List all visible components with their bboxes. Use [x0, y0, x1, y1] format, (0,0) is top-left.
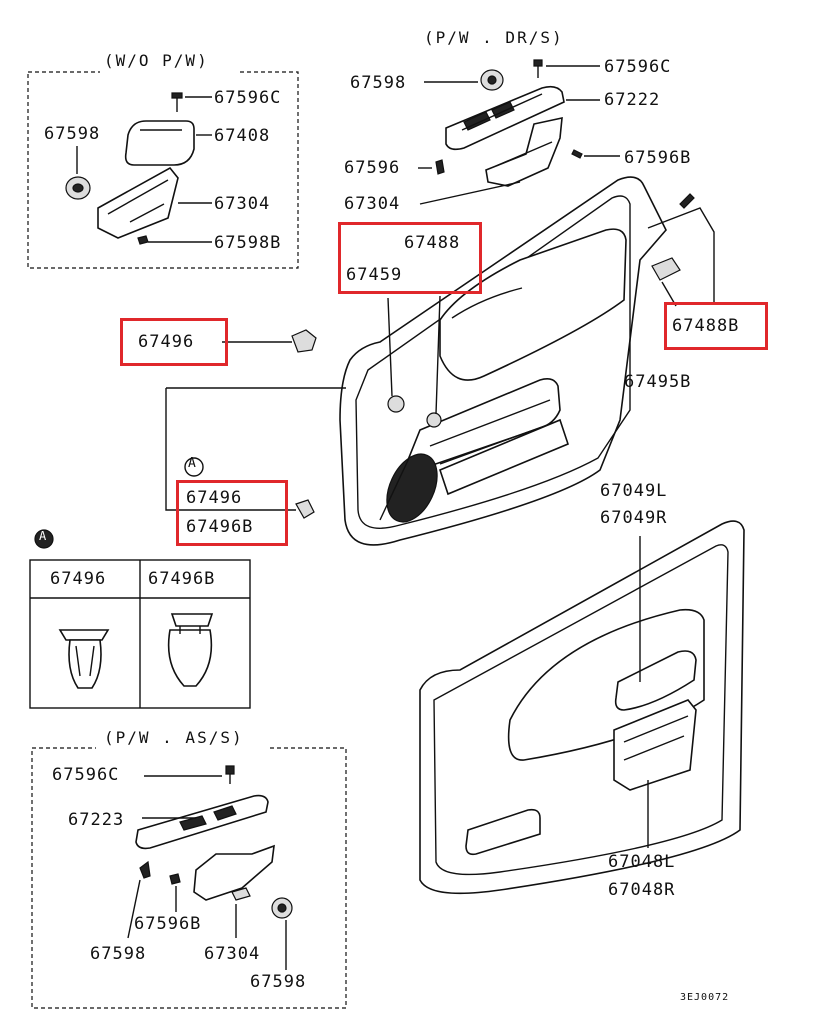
detail-a-letter: A	[39, 529, 47, 543]
as-screw-67596b	[169, 873, 181, 912]
label-67496: 67496	[138, 332, 195, 352]
label-wo-67596c: 67596C	[214, 88, 282, 108]
label-as-67596c: 67596C	[52, 765, 120, 785]
wo-screw-67598b	[137, 235, 212, 245]
label-67459: 67459	[346, 265, 403, 285]
label-a-67496b: 67496B	[186, 517, 254, 537]
caption-wo-pw: (W/O P/W)	[104, 51, 209, 70]
label-wo-67598b: 67598B	[214, 233, 282, 253]
wo-clip-67598	[65, 146, 91, 200]
label-a-67496: 67496	[186, 488, 243, 508]
label-as-67304: 67304	[204, 944, 261, 964]
dr-screw-67596b	[571, 149, 620, 159]
label-as-67598-a: 67598	[90, 944, 147, 964]
label-67488b: 67488B	[672, 316, 740, 336]
dr-bracket-67304	[419, 116, 563, 205]
wo-handle-67408	[124, 120, 212, 166]
wo-pw-frame	[27, 71, 299, 269]
label-dr-67596b: 67596B	[624, 148, 692, 168]
label-67488: 67488	[404, 233, 461, 253]
dr-screw-67596c	[533, 59, 600, 78]
table-header-67496b: 67496B	[148, 569, 216, 589]
as-bracket-67304	[193, 844, 275, 938]
highlight-67488b	[664, 302, 768, 350]
dr-clip-67598	[424, 69, 504, 91]
caption-pw-dr: (P/W . DR/S)	[424, 28, 564, 47]
label-67048l: 67048L	[608, 852, 676, 872]
label-dr-67598: 67598	[350, 73, 407, 93]
label-as-67596b: 67596B	[134, 914, 202, 934]
label-dr-67304: 67304	[344, 194, 401, 214]
highlight-67496-67496b	[176, 480, 288, 546]
label-dr-67596c: 67596C	[604, 57, 672, 77]
label-as-67223: 67223	[68, 810, 125, 830]
door-trim-alt	[419, 520, 745, 895]
pw-as-frame	[31, 747, 347, 1009]
as-screw-67598	[127, 860, 151, 939]
label-wo-67408: 67408	[214, 126, 271, 146]
label-wo-67304: 67304	[214, 194, 271, 214]
as-clip-67598	[271, 897, 293, 970]
drawing-code: 3EJ0072	[680, 992, 730, 1003]
label-67049l: 67049L	[600, 481, 668, 501]
label-wo-67598: 67598	[44, 124, 101, 144]
label-dr-67222: 67222	[604, 90, 661, 110]
wo-bracket-67304	[97, 166, 212, 239]
label-67495b: 67495B	[624, 372, 692, 392]
wo-screw-67596c	[171, 92, 212, 112]
dr-screw-67596	[418, 159, 445, 175]
highlight-67496	[120, 318, 228, 366]
detail-a-ref-letter: A	[188, 456, 196, 471]
detail-a-marker	[184, 457, 204, 477]
as-screw-67596c	[144, 765, 235, 784]
label-as-67598-b: 67598	[250, 972, 307, 992]
detail-a-table	[29, 529, 251, 709]
label-dr-67596: 67596	[344, 158, 401, 178]
label-67048r: 67048R	[608, 880, 676, 900]
caption-pw-as: (P/W . AS/S)	[104, 728, 244, 747]
as-switch-panel-67223	[135, 794, 269, 850]
door-trim-main	[165, 176, 715, 546]
table-header-67496: 67496	[50, 569, 107, 589]
label-67049r: 67049R	[600, 508, 668, 528]
highlight-67488-67459	[338, 222, 482, 294]
dr-switch-panel-67222	[445, 85, 600, 151]
